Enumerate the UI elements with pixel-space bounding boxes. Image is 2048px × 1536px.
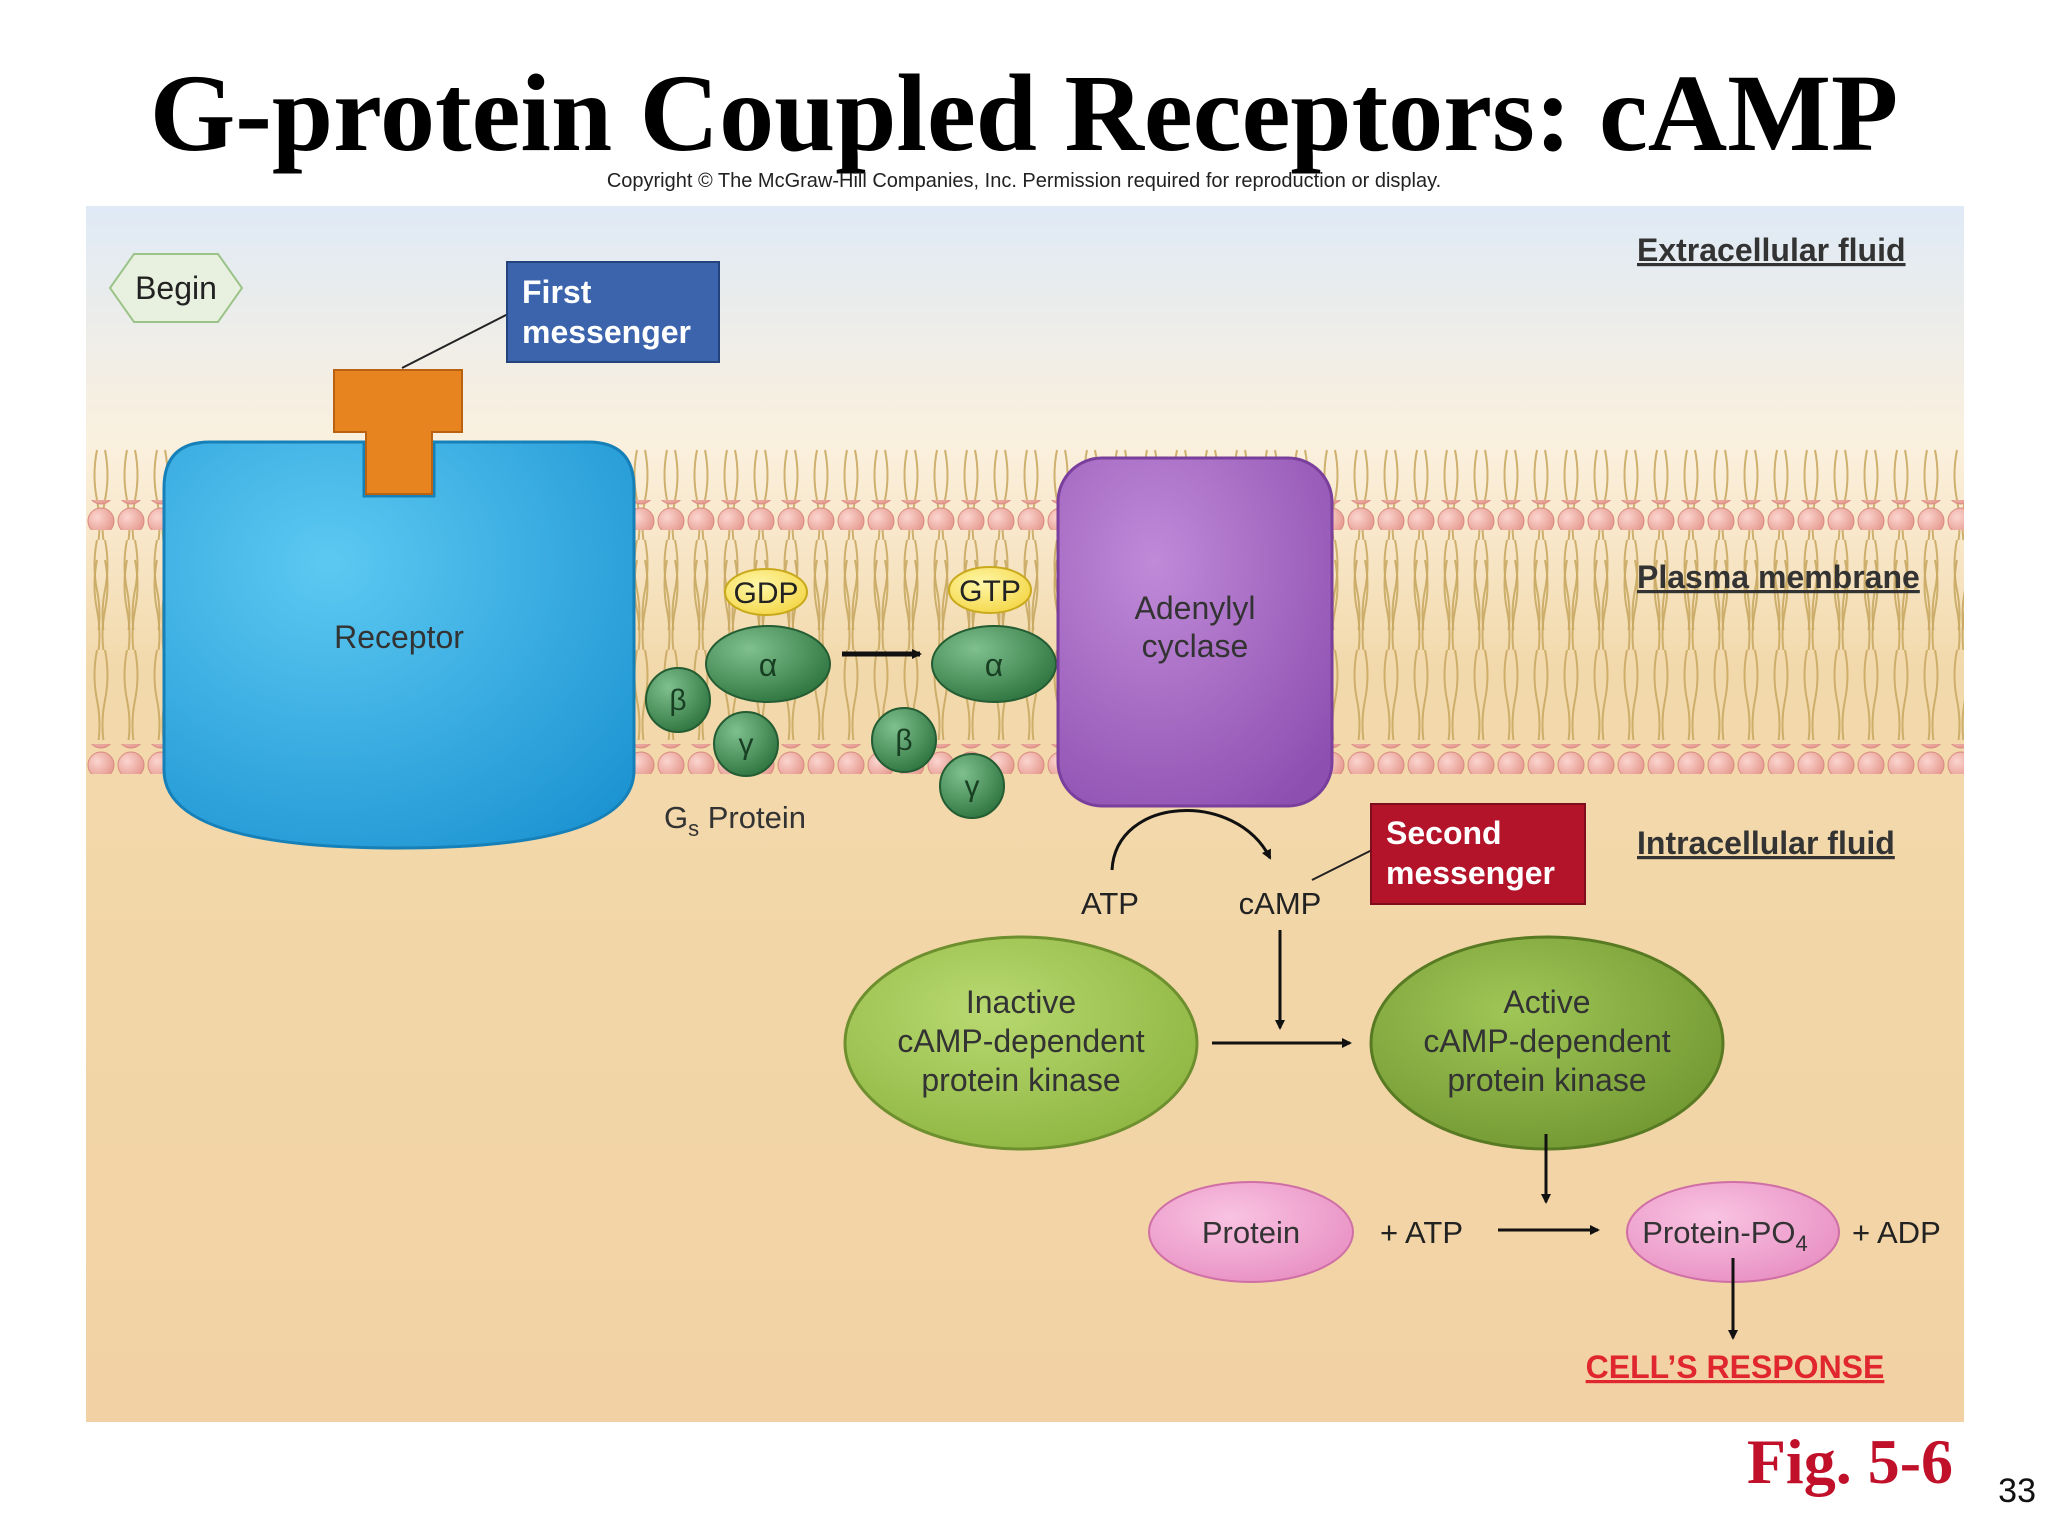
adenylyl-cyclase: Adenylyl cyclase	[1056, 456, 1334, 808]
second-messenger-line1: Second	[1386, 815, 1502, 851]
first-messenger-line2: messenger	[522, 314, 691, 350]
protein-po4-label: Protein-PO4	[1642, 1215, 1808, 1256]
plus-adp-label: + ADP	[1852, 1215, 1941, 1250]
atp-label: ATP	[1081, 886, 1139, 921]
protein: Protein	[1148, 1181, 1354, 1283]
inactive-kinase-line3: protein kinase	[921, 1062, 1120, 1098]
inactive-kinase-line1: Inactive	[966, 984, 1076, 1020]
beta-subunit-2	[871, 707, 937, 773]
alpha-subunit-2	[931, 625, 1057, 703]
first-messenger-ligand	[333, 369, 463, 495]
extracellular-fluid-label: Extracellular fluid	[1637, 232, 1906, 268]
alpha-label-1: α	[759, 647, 778, 683]
plasma-membrane-label: Plasma membrane	[1637, 559, 1920, 595]
page-number: 33	[1998, 1472, 2036, 1510]
first-messenger-line1: First	[522, 274, 592, 310]
second-messenger-line2: messenger	[1386, 855, 1555, 891]
gamma-subunit-2	[939, 753, 1005, 819]
begin-marker: Begin	[108, 253, 244, 323]
receptor-label: Receptor	[334, 619, 464, 655]
first-messenger-callout: First messenger	[401, 261, 720, 369]
gdp-badge	[724, 568, 808, 616]
active-kinase-line3: protein kinase	[1447, 1062, 1646, 1098]
atp-to-camp-arrow	[1110, 809, 1272, 871]
figure-panel: Begin Extracellular fluid Plasma membran…	[86, 206, 1964, 1422]
gs-protein-inactive: GDP α β γ	[645, 568, 831, 777]
inactive-kinase-line2: cAMP-dependent	[897, 1023, 1144, 1059]
gamma-label-2: γ	[965, 770, 980, 803]
beta-label-1: β	[669, 684, 686, 717]
copyright-notice: Copyright © The McGraw-Hill Companies, I…	[606, 170, 1442, 192]
active-kinase-line1: Active	[1503, 984, 1590, 1020]
receptor: Receptor	[162, 440, 636, 850]
adenylyl-cyclase-line2: cyclase	[1142, 628, 1249, 664]
gamma-subunit-1	[713, 711, 779, 777]
adenylyl-cyclase-line1: Adenylyl	[1135, 590, 1256, 626]
cells-response-label: CELL’S RESPONSE	[1586, 1349, 1885, 1385]
gpcr-diagram: Begin Extracellular fluid Plasma membran…	[86, 206, 1964, 1422]
gtp-badge	[948, 566, 1032, 614]
plus-atp-label: + ATP	[1380, 1215, 1463, 1250]
gdp-label: GDP	[733, 577, 798, 610]
active-protein-kinase: Active cAMP-dependent protein kinase	[1369, 935, 1725, 1151]
alpha-subunit-1	[705, 625, 831, 703]
protein-label: Protein	[1202, 1215, 1300, 1250]
alpha-label-2: α	[985, 647, 1004, 683]
beta-label-2: β	[895, 724, 912, 757]
inactive-protein-kinase: Inactive cAMP-dependent protein kinase	[843, 935, 1199, 1151]
camp-label: cAMP	[1239, 886, 1322, 921]
begin-label: Begin	[135, 270, 217, 306]
gamma-label-1: γ	[739, 728, 754, 761]
gs-protein-active: GTP α β γ	[871, 566, 1057, 819]
gtp-label: GTP	[959, 575, 1021, 608]
active-kinase-line2: cAMP-dependent	[1423, 1023, 1670, 1059]
beta-subunit-1	[645, 667, 711, 733]
gs-protein-label: Gs Protein	[664, 800, 806, 841]
phosphorylated-protein: Protein-PO4	[1626, 1181, 1840, 1283]
second-messenger-callout: Second messenger	[1311, 803, 1586, 905]
intracellular-fluid-label: Intracellular fluid	[1637, 825, 1895, 861]
figure-label: Fig. 5-6	[1746, 1426, 1953, 1497]
slide-title: G-protein Coupled Receptors: cAMP	[149, 52, 1899, 174]
